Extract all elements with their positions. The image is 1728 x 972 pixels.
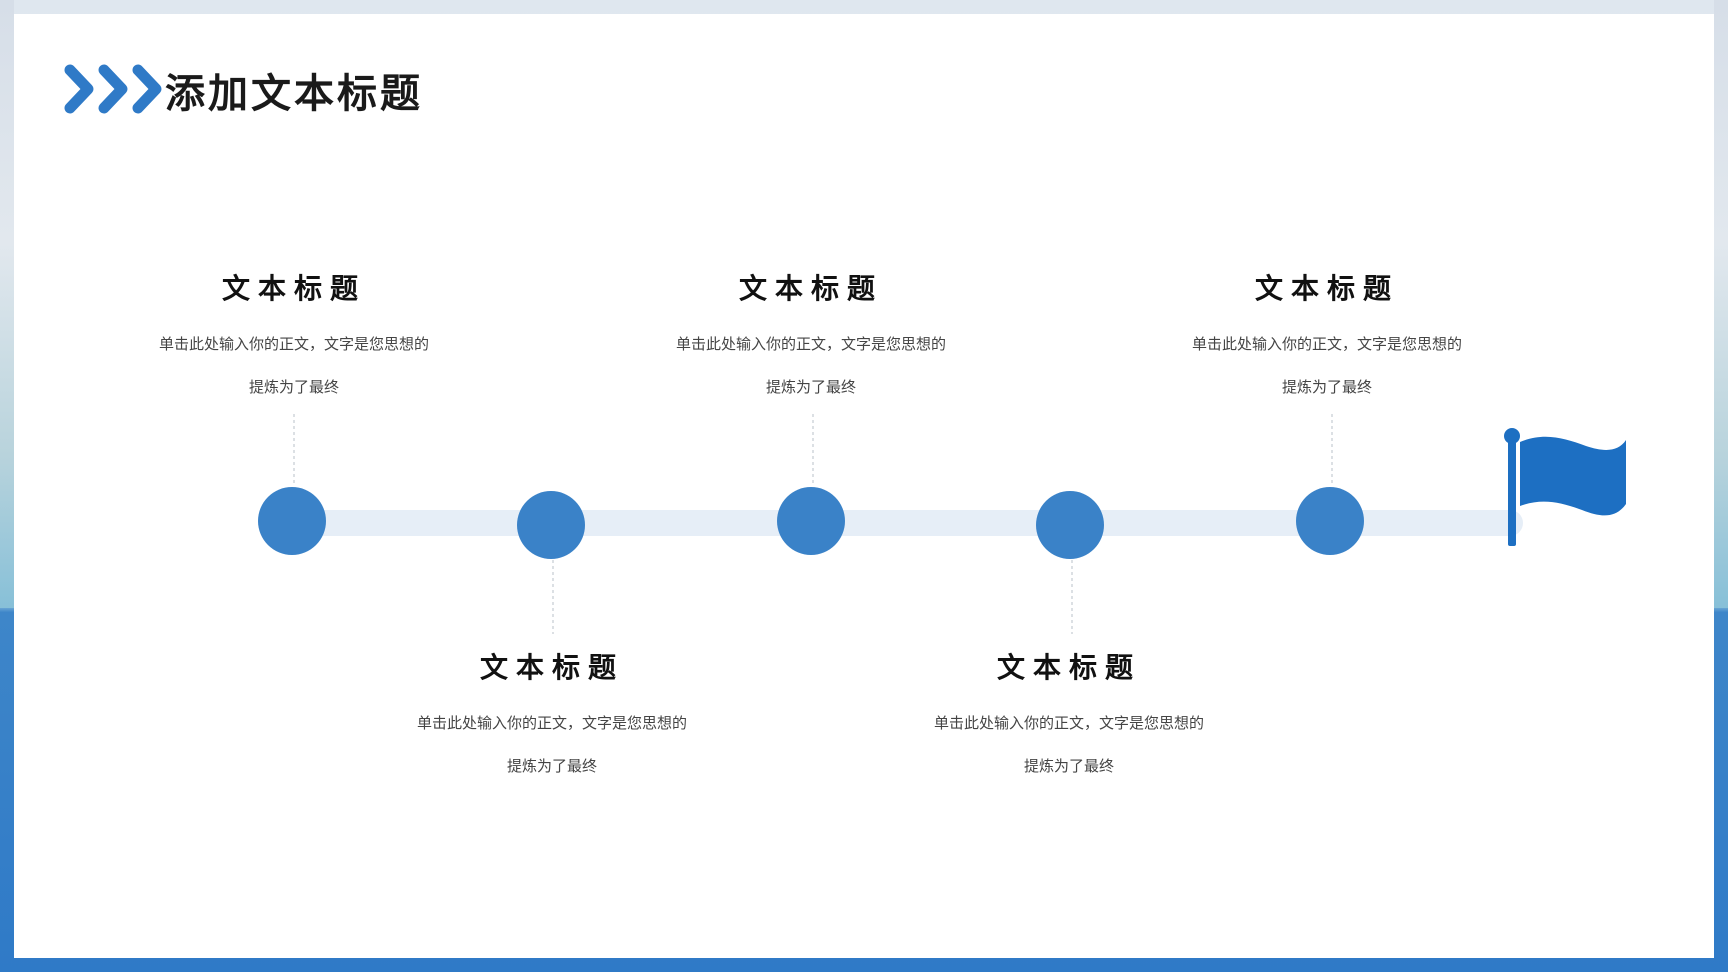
step-title: 文本标题 — [221, 272, 366, 305]
timeline-node — [1036, 491, 1104, 559]
timeline — [258, 414, 1626, 634]
timeline-node — [777, 487, 845, 555]
background-right-strip — [1714, 0, 1728, 608]
timeline-step-4: 文本标题 单击此处输入你的正文，文字是您思想的提炼为了最终 — [909, 648, 1229, 788]
background-left-strip — [0, 0, 14, 608]
step-body: 单击此处输入你的正文，文字是您思想的提炼为了最终 — [675, 335, 946, 396]
step-title: 文本标题 — [738, 272, 883, 305]
timeline-step-3: 文本标题 单击此处输入你的正文，文字是您思想的提炼为了最终 — [651, 269, 971, 409]
step-body: 单击此处输入你的正文，文字是您思想的提炼为了最终 — [158, 335, 429, 396]
step-title: 文本标题 — [1254, 272, 1399, 305]
timeline-node — [258, 487, 326, 555]
flag-icon — [1504, 428, 1626, 546]
timeline-step-5: 文本标题 单击此处输入你的正文，文字是您思想的提炼为了最终 — [1167, 269, 1487, 409]
step-title: 文本标题 — [479, 651, 624, 684]
timeline-step-1: 文本标题 单击此处输入你的正文，文字是您思想的提炼为了最终 — [134, 269, 454, 409]
timeline-step-2: 文本标题 单击此处输入你的正文，文字是您思想的提炼为了最终 — [392, 648, 712, 788]
page-title: 添加文本标题 — [165, 70, 423, 117]
step-body: 单击此处输入你的正文，文字是您思想的提炼为了最终 — [1191, 335, 1462, 396]
step-body: 单击此处输入你的正文，文字是您思想的提炼为了最终 — [933, 714, 1204, 775]
step-body: 单击此处输入你的正文，文字是您思想的提炼为了最终 — [416, 714, 687, 775]
timeline-node — [1296, 487, 1364, 555]
triple-chevron-right-icon — [64, 64, 162, 114]
step-title: 文本标题 — [996, 651, 1141, 684]
timeline-track — [299, 510, 1523, 536]
timeline-node — [517, 491, 585, 559]
slide-card: 添加文本标题 文本标题 单击此处输入你的正文，文字是您思想的提炼为了最终 — [14, 14, 1714, 958]
